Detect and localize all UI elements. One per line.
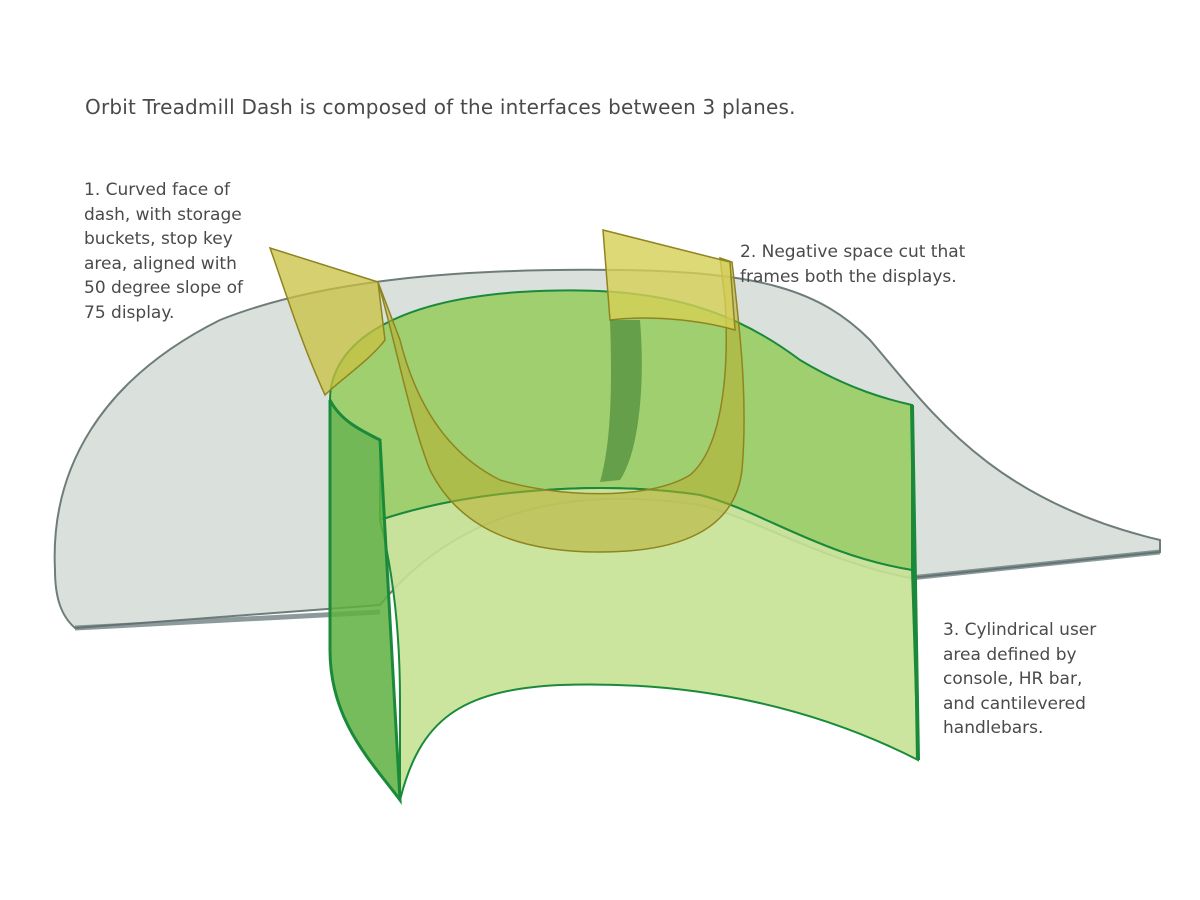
label-curved-face: 1. Curved face of dash, with storage buc… — [84, 180, 244, 323]
yellow-left-tab — [268, 246, 386, 397]
green-cylinder-left-wall — [328, 399, 402, 805]
dark-green-inner-post — [600, 320, 642, 482]
green-edge-right — [910, 404, 920, 761]
yellow-right-tab — [602, 229, 736, 332]
page-title: Orbit Treadmill Dash is composed of the … — [85, 95, 796, 119]
label-negative-space: 2. Negative space cut that frames both t… — [740, 242, 966, 287]
green-cylinder-front — [378, 487, 920, 801]
yellow-negative-space-plane — [377, 256, 745, 553]
label-cylindrical-area: 3. Cylindrical user area defined by cons… — [943, 620, 1097, 738]
